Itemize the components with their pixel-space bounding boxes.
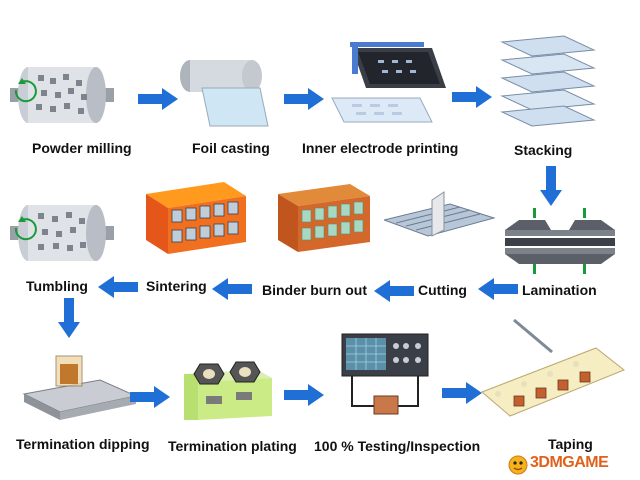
electrode-printing-illustration — [331, 42, 446, 123]
arrow-printing-to-stacking — [452, 86, 492, 108]
stacking-illustration — [500, 35, 596, 127]
label-foil-casting: Foil casting — [192, 140, 270, 156]
testing-illustration — [341, 333, 429, 415]
label-cutting: Cutting — [418, 282, 467, 298]
cutting-illustration — [384, 191, 496, 237]
arrow-milling-to-casting — [138, 88, 178, 110]
arrow-plating-to-testing — [284, 384, 324, 406]
label-sintering: Sintering — [146, 278, 207, 294]
arrow-cutting-to-burnout — [374, 280, 414, 302]
termination-dipping-illustration — [22, 355, 138, 420]
label-powder-milling: Powder milling — [32, 140, 132, 156]
arrow-sintering-to-tumbling — [98, 276, 138, 298]
lamination-illustration — [505, 208, 615, 274]
label-binder-burn-out: Binder burn out — [262, 282, 367, 298]
watermark: 3DMGAME — [506, 452, 634, 476]
arrow-testing-to-taping — [442, 382, 482, 404]
label-testing-inspection: 100 % Testing/Inspection — [314, 438, 481, 454]
sintering-illustration — [146, 182, 246, 254]
tumbling-illustration — [10, 205, 114, 261]
mascot-icon — [508, 455, 528, 475]
label-inner-electrode-printing: Inner electrode printing — [302, 140, 459, 156]
label-lamination: Lamination — [522, 282, 597, 298]
watermark-text: 3DMGAME — [530, 454, 609, 471]
arrow-casting-to-printing — [284, 88, 324, 110]
label-tumbling: Tumbling — [26, 278, 88, 294]
arrow-burnout-to-sintering — [212, 278, 252, 300]
termination-plating-illustration — [184, 361, 272, 420]
binder-burnout-illustration — [278, 184, 370, 252]
arrow-stacking-to-lamination — [540, 166, 562, 206]
label-taping: Taping — [548, 436, 593, 452]
taping-illustration — [481, 318, 625, 417]
label-termination-dipping: Termination dipping — [16, 436, 150, 452]
arrow-tumbling-to-dipping — [58, 298, 80, 338]
powder-mill-illustration — [10, 67, 114, 123]
arrow-dipping-to-plating — [130, 386, 170, 408]
label-termination-plating: Termination plating — [168, 438, 297, 454]
arrow-lamination-to-cutting — [478, 278, 518, 300]
foil-casting-illustration — [180, 60, 269, 127]
label-stacking: Stacking — [514, 142, 573, 158]
